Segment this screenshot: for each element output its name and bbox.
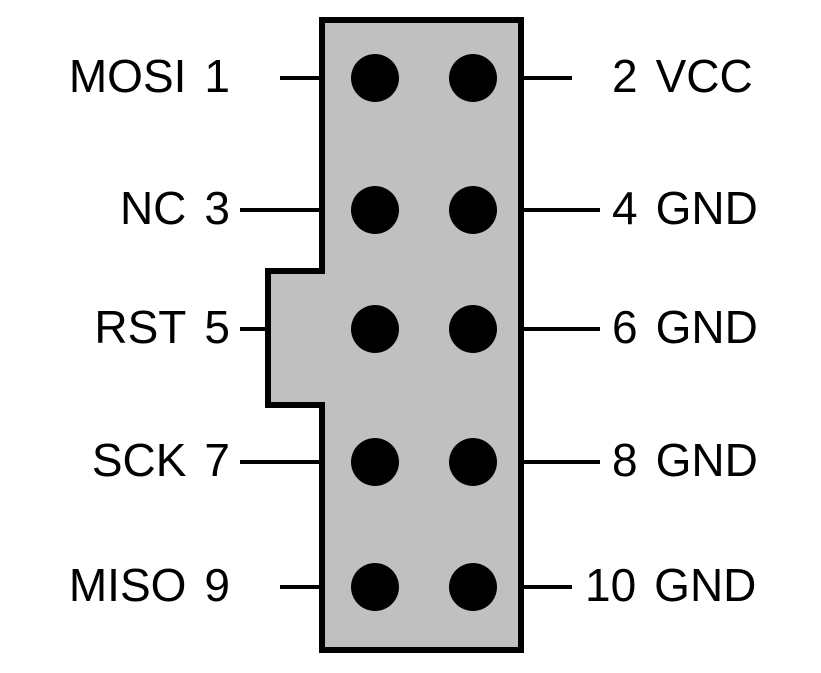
pin-contact-10 (449, 563, 497, 611)
pin-contacts (351, 54, 497, 611)
pin-contact-1 (351, 54, 399, 102)
pin-contact-9 (351, 563, 399, 611)
pin-contact-8 (449, 438, 497, 486)
pin-contact-6 (449, 305, 497, 353)
pin-contact-2 (449, 54, 497, 102)
pin-contact-4 (449, 186, 497, 234)
pin-contact-5 (351, 305, 399, 353)
pin-contact-7 (351, 438, 399, 486)
pin-leads (240, 76, 600, 589)
pin-contact-3 (351, 186, 399, 234)
